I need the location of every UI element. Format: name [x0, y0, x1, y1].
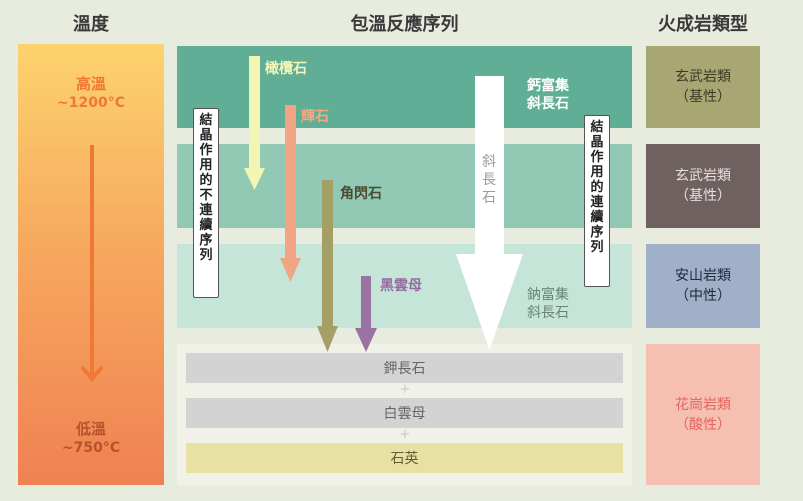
amphibole-arrow: [317, 180, 338, 352]
continuous-series-label: 結晶作用的連續序列: [584, 115, 610, 287]
rock-class-basalt-1: 玄武岩類 （基性）: [646, 46, 760, 128]
biotite-label: 黑雲母: [380, 278, 422, 294]
rock-class-name: 玄武岩類: [675, 69, 731, 85]
plagioclase-arrow: [456, 76, 523, 350]
ca-rich-plagioclase-label: 鈣富集 斜長石: [527, 78, 569, 112]
series-band-low: [177, 244, 632, 328]
plagioclase-label: 斜 長 石: [482, 154, 496, 206]
temperature-header: 溫度: [73, 14, 109, 35]
amphibole-label: 角閃石: [340, 186, 382, 202]
rock-class-type: （中性）: [675, 288, 731, 304]
rock-class-type: （基性）: [675, 89, 731, 105]
rock-class-name: 安山岩類: [675, 268, 731, 284]
quartz-bar: 石英: [186, 443, 623, 473]
rock-class-granite: 花崗岩類 （酸性）: [646, 344, 760, 485]
rock-class-name: 花崗岩類: [675, 396, 731, 413]
discontinuous-series-label: 結晶作用的不連續序列: [193, 108, 219, 298]
muscovite-bar: 白雲母: [186, 398, 623, 428]
biotite-arrow: [355, 276, 377, 352]
pyroxene-label: 輝石: [301, 109, 329, 125]
rock-class-type: （酸性）: [675, 416, 731, 433]
temp-high-value: ~1200°C: [57, 95, 125, 111]
plus-sign-1: +: [399, 382, 411, 397]
rock-class-type: （基性）: [675, 188, 731, 204]
plus-sign-2: +: [399, 427, 411, 442]
temp-low-value: ~750°C: [61, 440, 121, 456]
rock-class-andesite: 安山岩類 （中性）: [646, 244, 760, 328]
series-header: 包溫反應序列: [350, 14, 459, 35]
temp-low-label: 低溫: [75, 420, 106, 438]
na-rich-plagioclase-label: 鈉富集 斜長石: [527, 287, 569, 321]
rock-class-basalt-2: 玄武岩類 （基性）: [646, 144, 760, 228]
olivine-label: 橄欖石: [265, 61, 307, 77]
temperature-arrow: [80, 145, 104, 383]
k-feldspar-bar: 鉀長石: [186, 353, 623, 383]
rock-class-name: 玄武岩類: [675, 168, 731, 184]
pyroxene-arrow: [280, 105, 301, 282]
rock-types-header: 火成岩類型: [658, 14, 748, 35]
olivine-arrow: [244, 56, 265, 190]
temp-high-label: 高溫: [75, 75, 106, 93]
